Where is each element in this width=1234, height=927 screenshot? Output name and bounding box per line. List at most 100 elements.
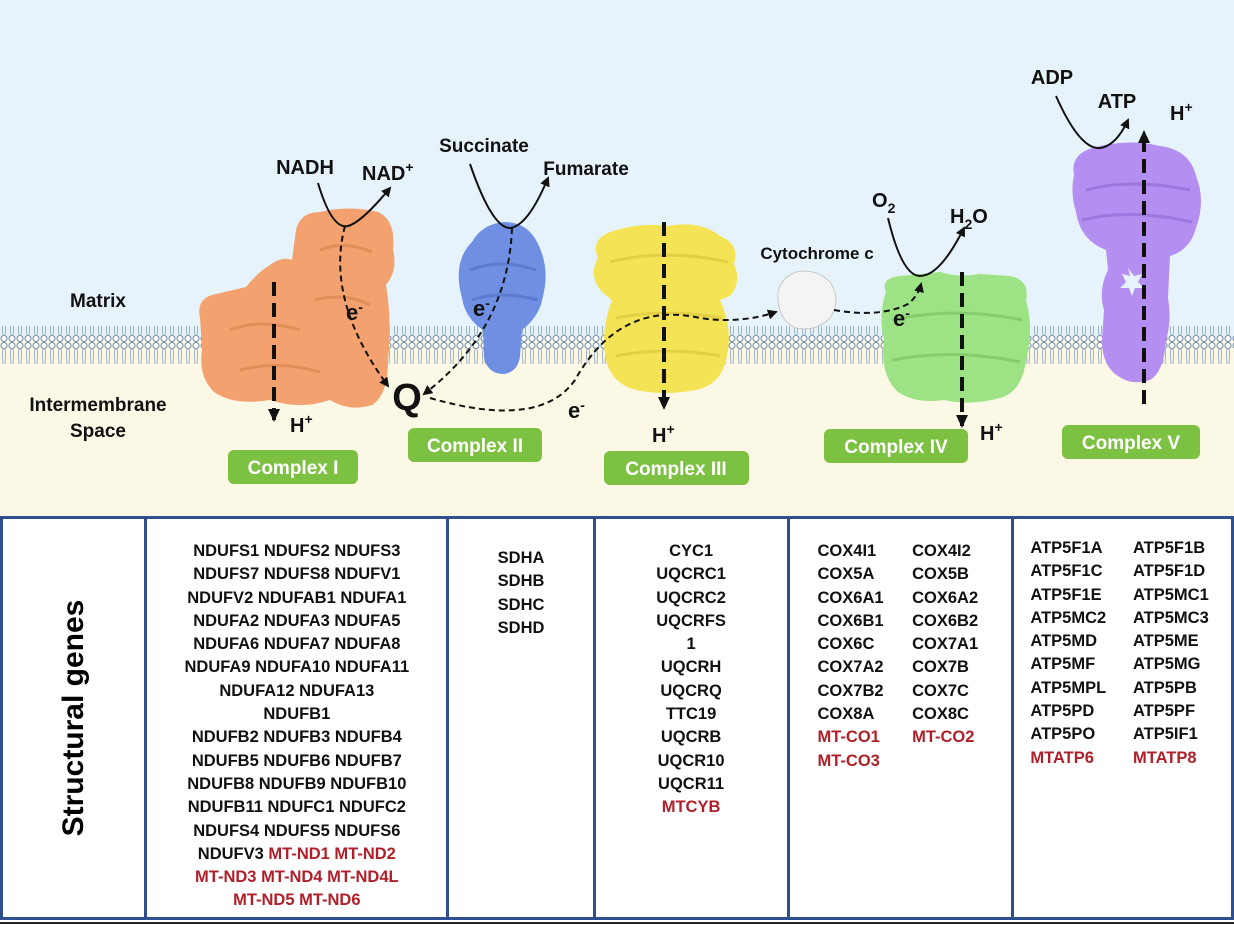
- gene-name: NDUFB9: [258, 774, 326, 793]
- gene-line: COX7B2 COX7C: [818, 680, 1012, 703]
- gene-name: ATP5MD: [1030, 632, 1098, 651]
- gene-line: MT-ND3 MT-ND4 MT-ND4L: [147, 866, 446, 889]
- gene-name: UQCRC2: [656, 588, 726, 607]
- matrix-label: Matrix: [70, 291, 126, 312]
- electron-flow-cytochrome-to-complex-iv: [833, 282, 924, 314]
- gene-name: COX7B2: [817, 681, 884, 700]
- gene-line: NDUFB5 NDUFB6 NDUFB7: [147, 750, 446, 773]
- gene-line: SDHC: [449, 594, 592, 617]
- gene-name: UQCRQ: [660, 681, 722, 700]
- gene-name: COX8A: [817, 705, 875, 724]
- gene-line: UQCRFS: [596, 610, 787, 633]
- gene-name: ATP5PO: [1030, 725, 1096, 744]
- electron-label-complex-iv: e-: [893, 305, 910, 331]
- gene-line: NDUFA2 NDUFA3 NDUFA5: [147, 610, 446, 633]
- gene-name: NDUFB8: [187, 774, 255, 793]
- gene-name: NDUFA2: [193, 611, 260, 630]
- gene-name: UQCRH: [660, 658, 722, 677]
- gene-name: NDUFB11: [187, 798, 263, 817]
- gene-name: NDUFS5: [263, 821, 330, 840]
- mitochondrial-gene-name: MT-ND5: [233, 891, 295, 910]
- gene-line: MTATP6 MTATP8: [1030, 747, 1231, 770]
- gene-name: SDHD: [497, 618, 545, 637]
- gene-name: UQCR11: [658, 774, 725, 793]
- complex-v-protein: [1072, 142, 1201, 383]
- gene-name: ATP5F1C: [1030, 562, 1103, 581]
- electron-label-q-to-cytochrome: e-: [568, 397, 585, 423]
- gene-line: ATP5PO ATP5IF1: [1030, 723, 1231, 746]
- gene-line: TTC19: [596, 703, 787, 726]
- gene-name: ATP5MC3: [1132, 608, 1209, 627]
- gene-name: CYC1: [669, 542, 714, 560]
- gene-name: COX6A2: [912, 588, 979, 607]
- gene-line: NDUFV2 NDUFAB1 NDUFA1: [147, 587, 446, 610]
- gene-name: NDUFB1: [263, 705, 331, 724]
- gene-line: NDUFS4 NDUFS5 NDUFS6: [147, 820, 446, 843]
- oxygen-reduction-arrow: [887, 217, 965, 278]
- gene-name: NDUFS8: [263, 565, 330, 584]
- gene-name: COX6B2: [912, 611, 979, 630]
- mitochondrial-gene-name: MT-ND2: [334, 844, 396, 863]
- gene-name: NDUFA6: [193, 635, 260, 654]
- gene-line: ATP5F1A ATP5F1B: [1030, 537, 1231, 560]
- electron-label-complex-i: e-: [346, 299, 363, 325]
- gene-line: COX5A COX5B: [818, 563, 1012, 586]
- adp-label: ADP: [1031, 67, 1073, 89]
- gene-line: ATP5MPL ATP5PB: [1030, 677, 1231, 700]
- gene-name: ATP5F1E: [1030, 585, 1102, 604]
- intermembrane-label-line2: Space: [70, 421, 126, 442]
- proton-label-complex-i: H+: [290, 411, 313, 437]
- gene-name: ATP5IF1: [1132, 725, 1198, 744]
- gene-line: COX6C COX7A1: [818, 633, 1012, 656]
- gene-name: NDUFB4: [334, 728, 402, 747]
- svg-text:Complex V: Complex V: [1082, 433, 1181, 454]
- gene-line: COX6A1 COX6A2: [818, 587, 1012, 610]
- mitochondrial-gene-name: MT-ND3: [195, 868, 257, 887]
- gene-name: SDHC: [497, 595, 545, 614]
- gene-name: NDUFB10: [330, 774, 407, 793]
- mitochondrial-gene-name: MT-CO1: [817, 728, 880, 747]
- gene-line: NDUFS1 NDUFS2 NDUFS3: [147, 540, 446, 563]
- electron-label-complex-ii: e-: [473, 295, 490, 321]
- gene-line: NDUFA12 NDUFA13: [147, 680, 446, 703]
- gene-line: ATP5MC2 ATP5MC3: [1030, 607, 1231, 630]
- gene-name: COX6C: [817, 635, 875, 654]
- gene-name: NDUFB3: [263, 728, 331, 747]
- proton-label-complex-iv: H+: [980, 419, 1003, 445]
- gene-name: NDUFS3: [334, 542, 401, 560]
- gene-name: NDUFC2: [339, 798, 406, 817]
- fumarate-label: Fumarate: [543, 159, 629, 180]
- gene-name: ATP5MPL: [1030, 678, 1107, 697]
- cytochrome-c-protein: [777, 270, 837, 330]
- gene-line: UQCRC2: [596, 587, 787, 610]
- complex-ii-protein: [458, 222, 546, 374]
- adp-phosphorylation-arrow: [1055, 95, 1130, 150]
- gene-line: UQCRH: [596, 656, 787, 679]
- gene-name: ATP5ME: [1132, 632, 1199, 651]
- gene-name: NDUFB6: [263, 751, 331, 770]
- gene-line: NDUFA6 NDUFA7 NDUFA8: [147, 633, 446, 656]
- gene-line: SDHA: [449, 547, 592, 570]
- complex-iv-badge: Complex IV: [824, 429, 968, 463]
- electron-flow-complex-ii-to-q: [422, 227, 513, 396]
- gene-line: COX4I1 COX4I2: [818, 540, 1012, 563]
- svg-text:Complex I: Complex I: [248, 458, 339, 479]
- complex-ii-badge: Complex II: [408, 428, 542, 462]
- gene-line: NDUFS7 NDUFS8 NDUFV1: [147, 563, 446, 586]
- gene-line: UQCRB: [596, 726, 787, 749]
- gene-name: NDUFA9: [184, 658, 251, 677]
- gene-line: ATP5MD ATP5ME: [1030, 630, 1231, 653]
- proton-label-complex-iii: H+: [652, 421, 675, 447]
- mitochondrial-gene-name: MT-ND6: [299, 891, 361, 910]
- gene-name: ATP5MC1: [1132, 585, 1209, 604]
- gene-line: ATP5PD ATP5PF: [1030, 700, 1231, 723]
- gene-name: UQCRC1: [656, 565, 726, 584]
- succinate-conversion-arrow: [469, 163, 550, 230]
- gene-name: COX8C: [912, 705, 969, 724]
